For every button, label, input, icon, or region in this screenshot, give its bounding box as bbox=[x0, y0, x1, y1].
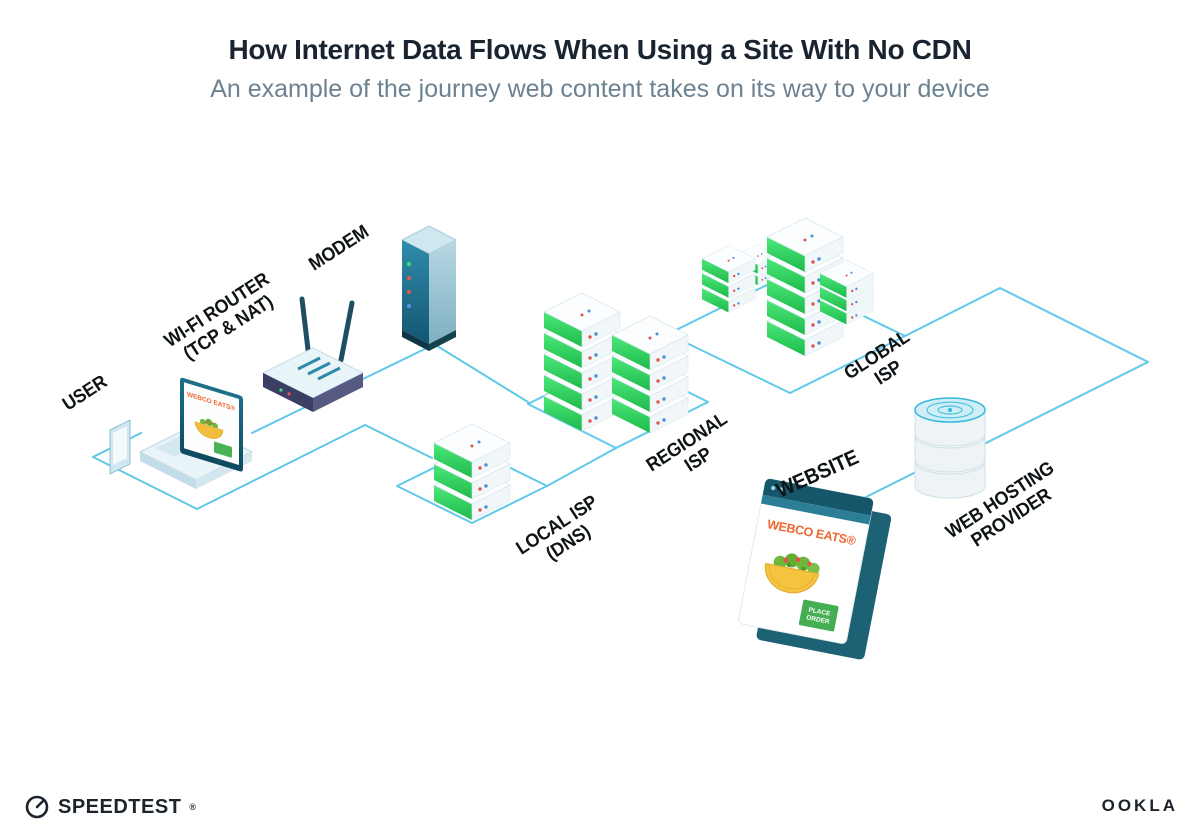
speedtest-gauge-icon bbox=[25, 795, 49, 819]
laptop-screen: WEBCO EATS® bbox=[180, 377, 243, 472]
ookla-logo: OOKLA bbox=[1101, 796, 1178, 815]
modem-led-red-2 bbox=[406, 289, 412, 295]
label-user: USER bbox=[58, 370, 110, 415]
page-title: How Internet Data Flows When Using a Sit… bbox=[228, 34, 972, 65]
router-antenna-left bbox=[299, 296, 312, 361]
page-subtitle: An example of the journey web content ta… bbox=[210, 75, 990, 103]
footer: SPEEDTEST ® OOKLA bbox=[0, 788, 1200, 820]
router-illustration bbox=[261, 296, 365, 412]
modem-led-green bbox=[406, 261, 412, 267]
local-isp-illustration bbox=[433, 423, 511, 521]
window-dot-icon bbox=[778, 487, 784, 492]
header: How Internet Data Flows When Using a Sit… bbox=[0, 34, 1200, 104]
regional-server-stack-left bbox=[543, 292, 621, 432]
website-window: WEBCO EATS® PLACE ORDER bbox=[738, 478, 874, 644]
line-modem-to-regional bbox=[433, 343, 529, 403]
modem-led-blue bbox=[406, 303, 412, 309]
taco-illustration bbox=[764, 553, 820, 594]
regional-server-stack-right bbox=[611, 315, 689, 434]
website-addressbar bbox=[761, 494, 871, 525]
window-dot-icon bbox=[771, 485, 776, 491]
web-hosting-illustration bbox=[914, 397, 986, 499]
laptop-screen-taco bbox=[194, 421, 224, 439]
laptop-screen-button bbox=[214, 441, 232, 458]
place-order-line2: ORDER bbox=[806, 614, 831, 625]
line-to-local-isp bbox=[364, 424, 433, 459]
global-isp-illustration bbox=[701, 217, 874, 357]
global-server-stack-right bbox=[819, 259, 874, 325]
label-modem: MODEM bbox=[304, 220, 372, 275]
regional-isp-illustration bbox=[543, 292, 689, 434]
modem-led-red-1 bbox=[406, 275, 412, 281]
router-antenna-right bbox=[338, 300, 355, 363]
speedtest-logo: SPEEDTEST ® bbox=[24, 794, 196, 820]
speedtest-wordmark: SPEEDTEST bbox=[58, 795, 182, 818]
line-user-platform bbox=[92, 424, 366, 510]
line-local-to-regional bbox=[546, 447, 617, 487]
website-titlebar bbox=[762, 478, 874, 516]
line-global-to-hosting bbox=[904, 287, 1149, 462]
modem-illustration bbox=[400, 225, 458, 351]
speedtest-trademark: ® bbox=[189, 802, 197, 812]
place-order-line1: PLACE bbox=[808, 607, 832, 618]
global-server-stack-left bbox=[701, 244, 756, 313]
user-device-illustration: WEBCO EATS® bbox=[109, 377, 254, 489]
place-order-button bbox=[798, 599, 839, 632]
